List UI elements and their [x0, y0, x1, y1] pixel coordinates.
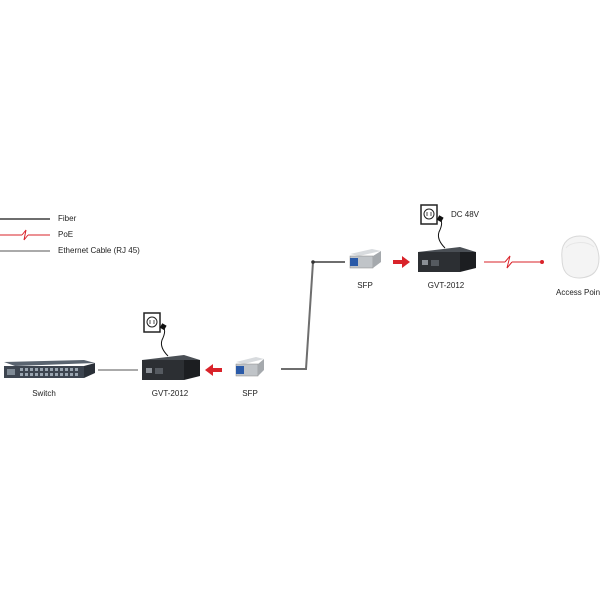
- converter-right-device: [418, 247, 476, 272]
- sfp-right-label: SFP: [357, 281, 373, 290]
- converter-right-label: GVT-2012: [427, 281, 465, 290]
- direction-arrow-left: [205, 364, 222, 376]
- sfp-left-label: SFP: [242, 389, 258, 398]
- access-point-device: [561, 235, 600, 279]
- switch-label: Switch: [32, 389, 56, 398]
- converter-left-label: GVT-2012: [151, 389, 189, 398]
- legend-fiber-label: Fiber: [58, 214, 77, 223]
- power-label: DC 48V: [451, 210, 480, 219]
- power-outlet-right-icon: [420, 204, 446, 249]
- sfp-module-right: [349, 249, 381, 269]
- fiber-bend-dot: [311, 260, 315, 264]
- sfp-module-left: [235, 357, 264, 377]
- converter-left-device: [142, 355, 200, 380]
- direction-arrow-right: [393, 256, 410, 268]
- legend-ethernet-label: Ethernet Cable (RJ 45): [58, 246, 140, 255]
- legend-poe-label: PoE: [58, 230, 74, 239]
- switch-device: [4, 360, 95, 378]
- poe-cable: [484, 255, 544, 269]
- power-outlet-left-icon: [143, 312, 169, 357]
- fiber-cable: [281, 261, 345, 370]
- legend-poe-line: [0, 229, 50, 241]
- access-point-label: Access Point: [556, 288, 600, 297]
